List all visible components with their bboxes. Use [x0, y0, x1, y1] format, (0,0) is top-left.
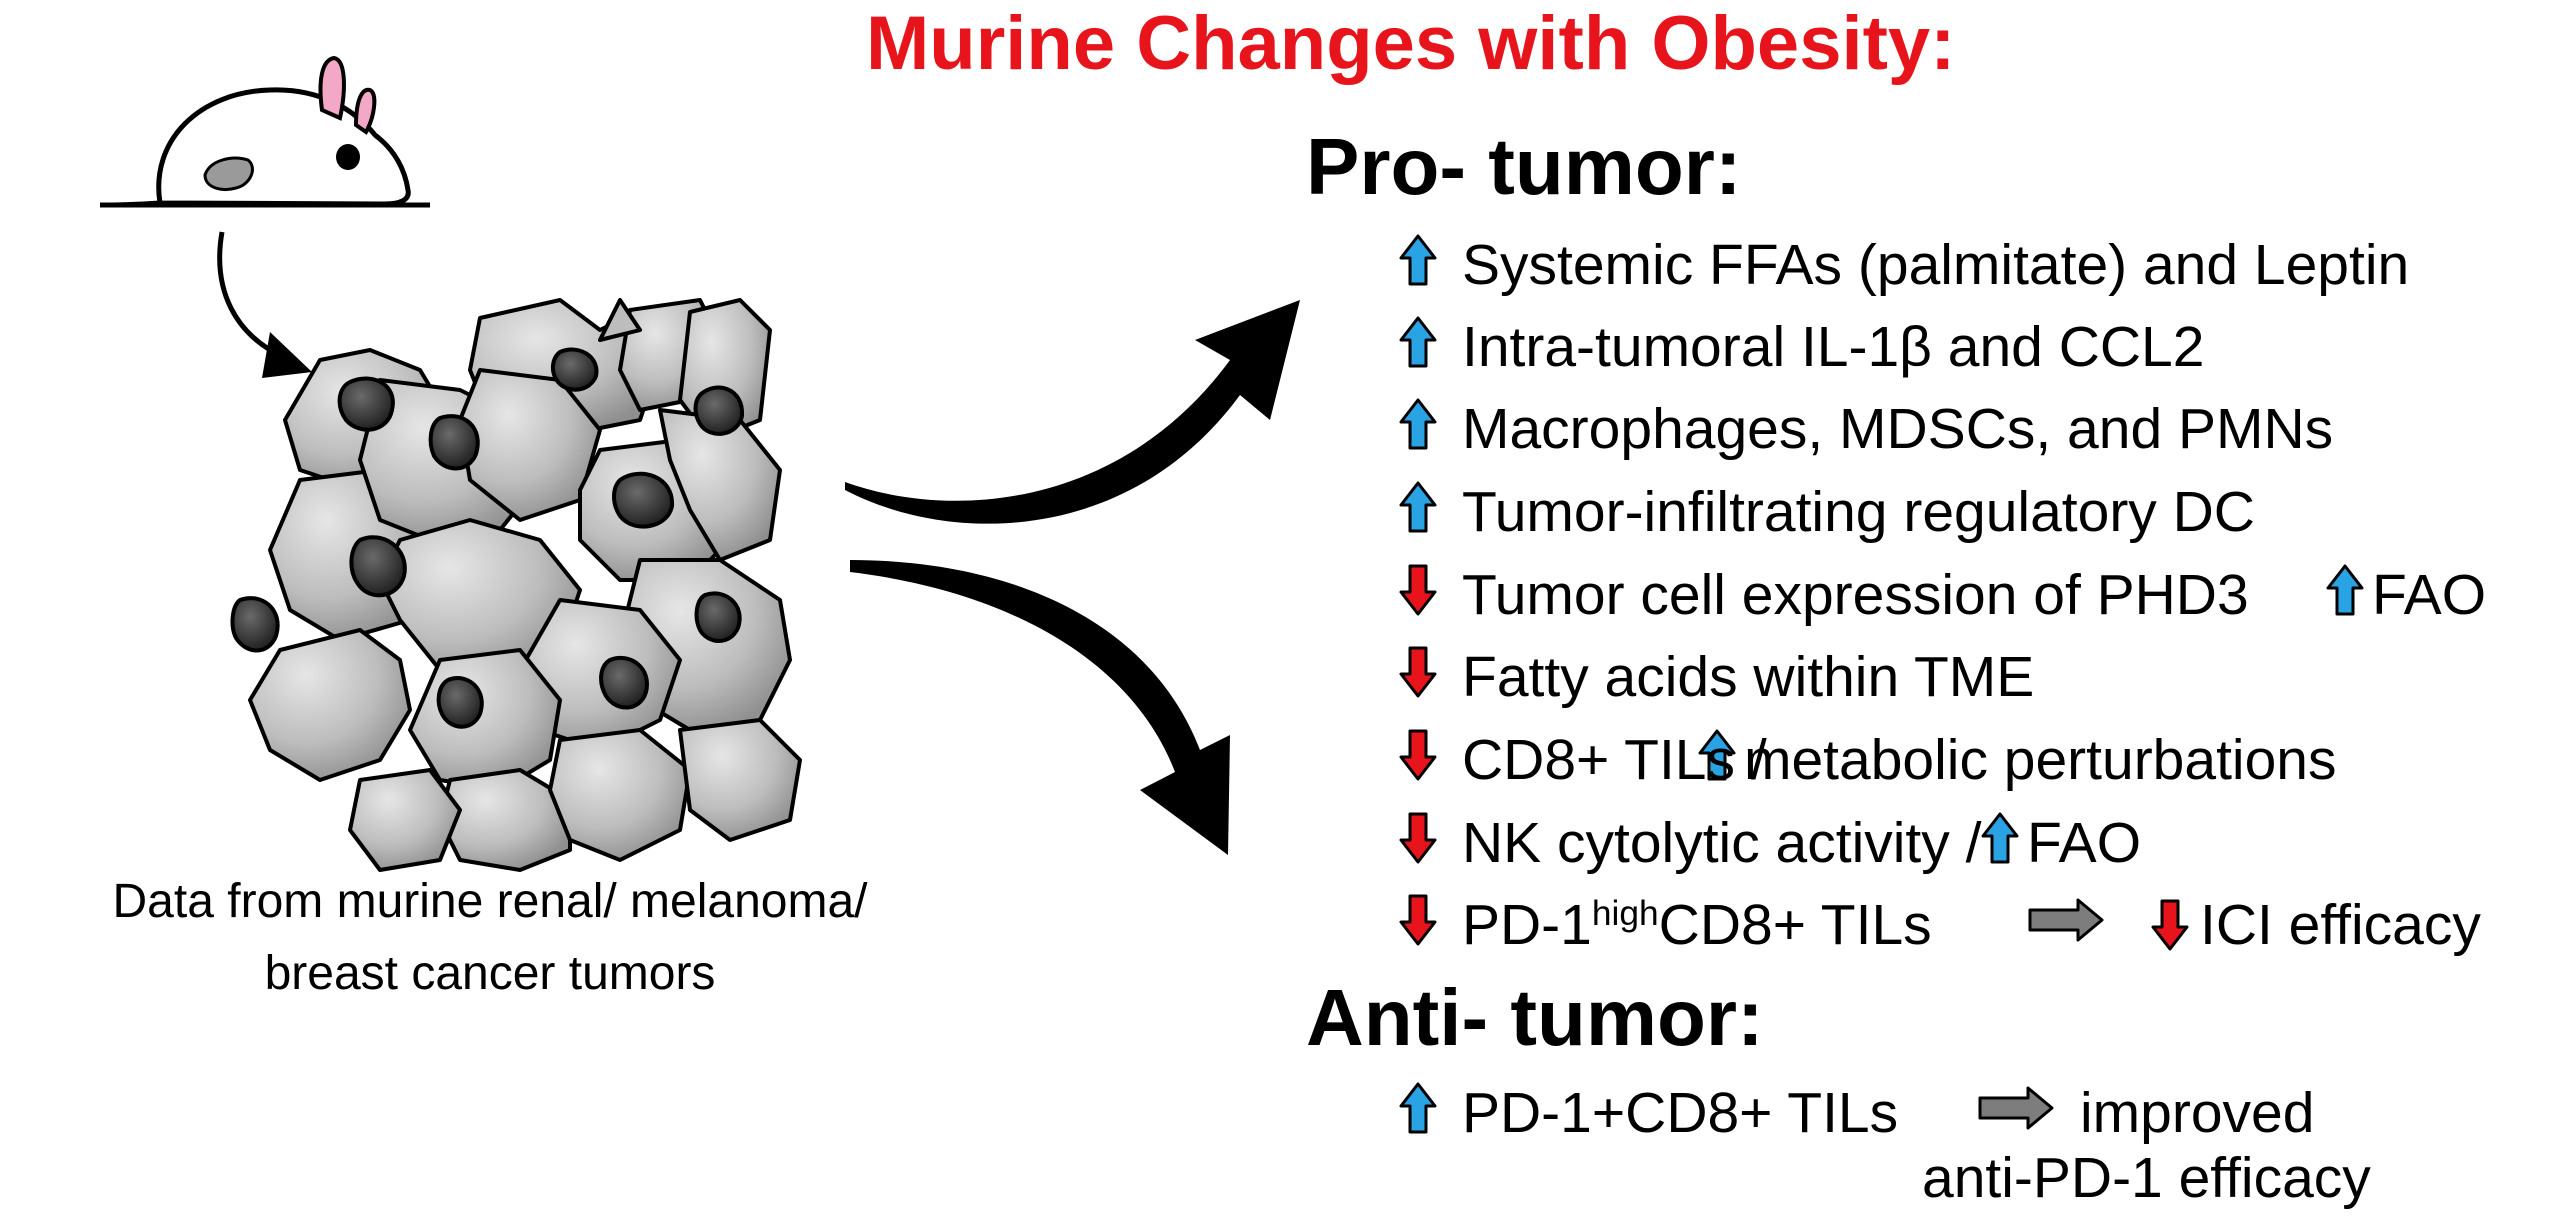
anti-item-1-line2: anti-PD-1 efficacy [1922, 1146, 2371, 1210]
pro-item-3: Macrophages, MDSCs, and PMNs [1462, 397, 2334, 461]
down-arrow-icon [1399, 894, 1437, 946]
mouse-to-tumor-arrow [217, 231, 312, 378]
pro-item-9-pre: PD-1 [1462, 893, 1592, 957]
anti-item-1: PD-1+CD8+ TILs [1462, 1081, 1899, 1145]
pro-item-1: Systemic FFAs (palmitate) and Leptin [1462, 233, 2410, 297]
down-arrow-icon [1399, 564, 1437, 616]
anti-tumor-heading: Anti- tumor: [1306, 973, 1764, 1062]
anti-item-1-tail: improved [2080, 1081, 2315, 1145]
pro-tumor-heading: Pro- tumor: [1306, 122, 1742, 211]
down-arrow-icon [1399, 729, 1437, 781]
pro-item-7-tail: metabolic perturbations [1744, 728, 2337, 792]
pro-item-5-tail: FAO [2372, 563, 2487, 627]
pro-item-9-tail: ICI efficacy [2200, 893, 2481, 957]
caption-line-2: breast cancer tumors [264, 947, 716, 1000]
up-arrow-icon [1399, 234, 1437, 286]
up-arrow-icon [1399, 316, 1437, 368]
tumor-cell-cluster [230, 298, 802, 872]
up-arrow-icon [1981, 812, 2019, 864]
gray-right-arrow-icon [2028, 898, 2104, 942]
pro-item-8: NK cytolytic activity / [1462, 811, 1982, 875]
mouse-icon [99, 55, 430, 208]
pro-item-7: CD8+ TILs / [1462, 728, 1767, 792]
page-title: Murine Changes with Obesity: [866, 1, 1956, 86]
up-arrow-icon [1399, 481, 1437, 533]
pro-item-9-post: CD8+ TILs [1658, 893, 1932, 957]
pro-item-6: Fatty acids within TME [1462, 645, 2035, 709]
down-arrow-icon [1399, 646, 1437, 698]
pro-item-9: PD-1highCD8+ TILs [1462, 893, 1932, 954]
pro-item-5: Tumor cell expression of PHD3 [1462, 563, 2249, 627]
caption-line-1: Data from murine renal/ melanoma/ [112, 875, 868, 928]
pro-item-9-sup: high [1591, 893, 1659, 933]
gray-right-arrow-icon [1978, 1086, 2054, 1130]
pro-item-4: Tumor-infiltrating regulatory DC [1462, 480, 2255, 544]
up-arrow-icon [1399, 398, 1437, 450]
down-arrow-icon [2151, 899, 2189, 951]
up-arrow-icon [1399, 1082, 1437, 1134]
up-arrow-icon [2326, 564, 2364, 616]
lower-curved-arrow [850, 560, 1230, 855]
pro-item-8-tail: FAO [2027, 811, 2142, 875]
upper-curved-arrow [845, 300, 1300, 524]
down-arrow-icon [1399, 812, 1437, 864]
pro-item-2: Intra-tumoral IL-1β and CCL2 [1462, 315, 2205, 379]
